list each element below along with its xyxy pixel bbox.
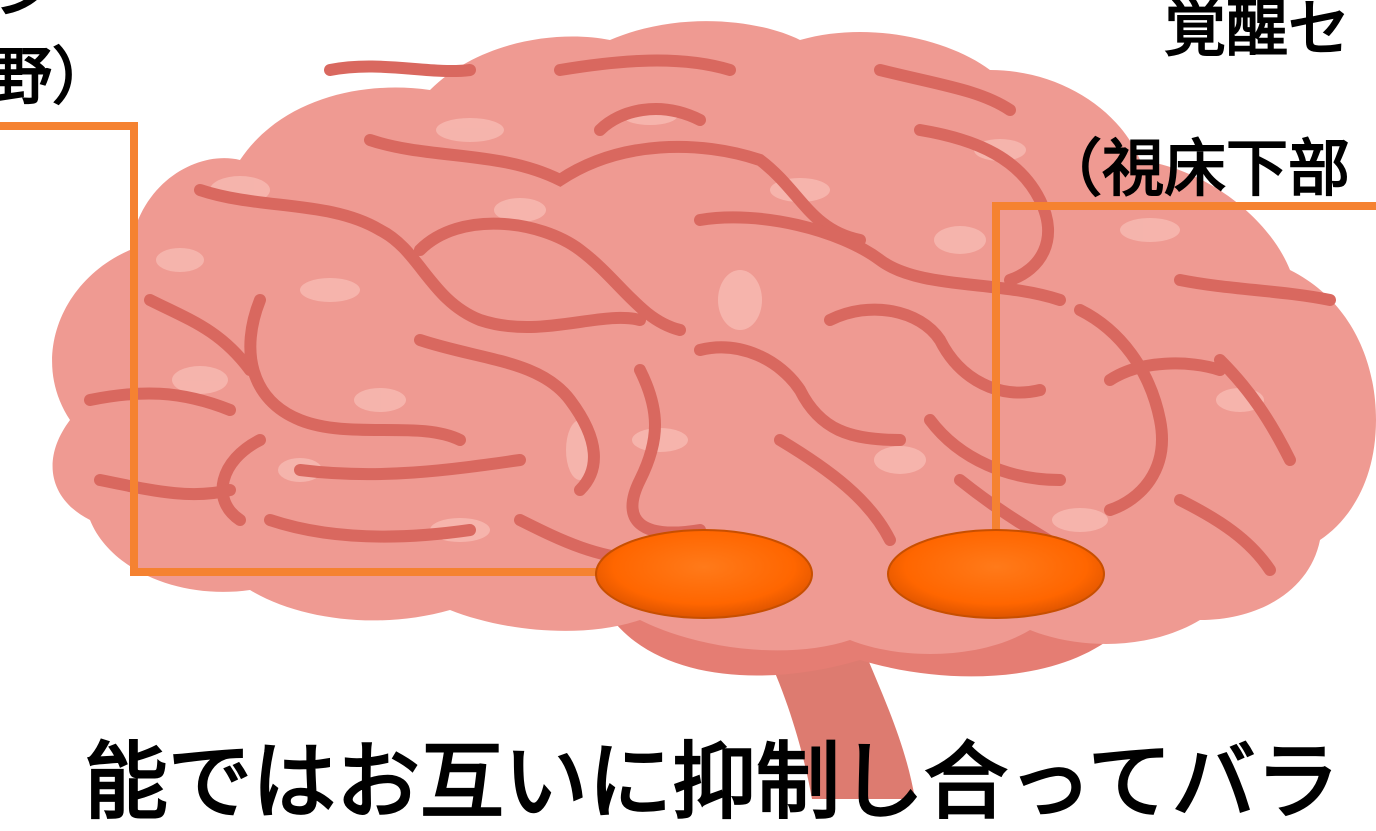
left-region-marker — [596, 530, 812, 618]
left-label-top: ン — [0, 0, 56, 22]
bottom-caption: 能ではお互いに抑制し合ってバラ — [84, 740, 1340, 824]
right-label-bottom: （視床下部 — [1040, 138, 1350, 200]
left-label-bottom: 野） — [0, 46, 114, 108]
right-label-top: 覚醒セ — [1164, 0, 1350, 60]
brain-diagram — [0, 0, 1376, 799]
right-region-marker — [888, 530, 1104, 618]
